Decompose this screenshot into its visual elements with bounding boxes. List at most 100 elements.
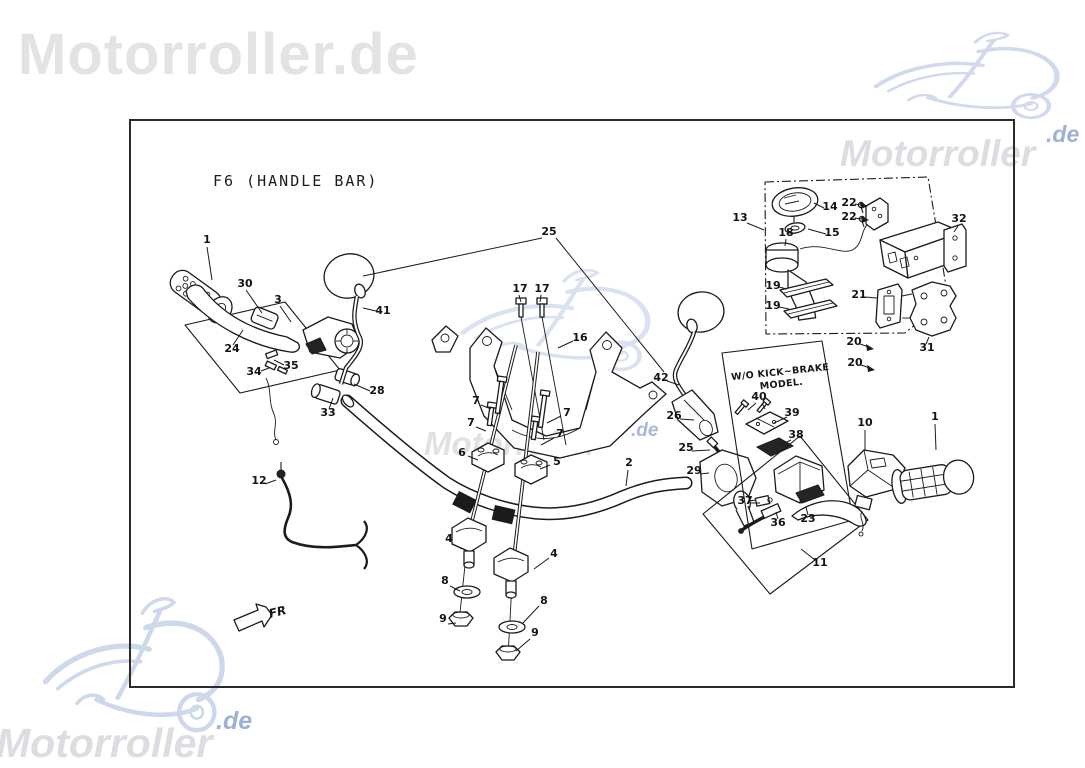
part-right-lever-cluster xyxy=(738,494,867,534)
scooter-watermark-top-right xyxy=(876,33,1057,118)
part-left-mirror xyxy=(323,253,375,385)
part-label-11: 11 xyxy=(812,556,827,569)
assembly-box-11 xyxy=(702,435,869,595)
part-label-15: 15 xyxy=(824,226,839,239)
part-label-19: 19 xyxy=(765,279,780,292)
watermark-de-bottom-left: .de xyxy=(216,707,252,735)
part-lower-clamp-4-left xyxy=(451,517,487,569)
arrowhead xyxy=(860,202,868,209)
part-label-32: 32 xyxy=(951,212,966,225)
part-label-18: 18 xyxy=(778,226,793,239)
part-label-22: 22 xyxy=(841,196,856,209)
watermark-de-top-right: .de xyxy=(1046,121,1079,147)
part-label-16: 16 xyxy=(572,331,588,344)
part-label-34: 34 xyxy=(246,365,262,378)
part-label-22: 22 xyxy=(841,210,856,223)
part-label-31: 31 xyxy=(919,341,934,354)
part-label-25: 25 xyxy=(678,441,693,454)
part-label-3: 3 xyxy=(274,293,282,306)
part-right-mirror xyxy=(672,291,725,406)
part-label-7: 7 xyxy=(563,406,571,419)
part-label-28: 28 xyxy=(369,384,384,397)
part-nuts-9 xyxy=(448,611,521,661)
part-mirror-mount-26 xyxy=(671,389,719,441)
part-label-4: 4 xyxy=(550,547,558,560)
diagram-border xyxy=(129,119,1015,688)
part-label-24: 24 xyxy=(224,342,240,355)
part-label-25: 25 xyxy=(541,225,556,238)
part-label-20: 20 xyxy=(846,335,862,348)
part-label-5: 5 xyxy=(553,455,561,468)
watermark-layer: Motorroller.de Motorroller .de Motorroll… xyxy=(0,22,1079,766)
part-label-17: 17 xyxy=(512,282,527,295)
part-clamp-33 xyxy=(310,383,341,405)
part-label-7: 7 xyxy=(556,427,564,440)
part-label-36: 36 xyxy=(770,516,786,529)
part-brake-lever-24 xyxy=(185,284,300,353)
watermark-brand-top-right: Motorroller xyxy=(840,133,1038,174)
part-label-17: 17 xyxy=(534,282,549,295)
watermark-de-center: .de xyxy=(631,420,659,441)
part-label-23: 23 xyxy=(800,512,815,525)
part-label-29: 29 xyxy=(686,464,701,477)
part-lever-housing xyxy=(302,316,361,359)
part-label-38: 38 xyxy=(788,428,803,441)
part-label-7: 7 xyxy=(472,394,480,407)
part-label-41: 41 xyxy=(375,304,390,317)
part-label-9: 9 xyxy=(531,626,539,639)
scooter-watermark-bottom-left xyxy=(45,599,222,730)
part-label-8: 8 xyxy=(441,574,449,587)
part-label-42: 42 xyxy=(653,371,668,384)
part-label-8: 8 xyxy=(540,594,548,607)
part-label-40: 40 xyxy=(751,390,767,403)
note-box-text: W/O KICK~BRAKE MODEL. xyxy=(731,362,830,392)
parts-artwork: FR xyxy=(169,176,975,661)
part-label-37: 37 xyxy=(737,494,752,507)
direction-arrow: FR xyxy=(233,603,288,632)
part-label-19: 19 xyxy=(765,299,780,312)
part-label-33: 33 xyxy=(320,406,335,419)
part-label-13: 13 xyxy=(732,211,747,224)
part-bracket-21 xyxy=(875,283,913,329)
part-ignition-assembly xyxy=(765,187,889,321)
part-label-12: 12 xyxy=(251,474,266,487)
part-label-21: 21 xyxy=(851,288,866,301)
part-label-39: 39 xyxy=(784,406,799,419)
part-lower-clamp-4-right xyxy=(493,547,529,599)
arrowhead xyxy=(867,365,875,372)
part-label-30: 30 xyxy=(237,277,253,290)
part-label-14: 14 xyxy=(822,200,838,213)
part-label-2: 2 xyxy=(625,456,633,469)
part-clamp-5 xyxy=(514,454,548,485)
part-washers-8 xyxy=(453,585,526,634)
direction-label: FR xyxy=(267,603,287,621)
part-screws-34-35 xyxy=(264,349,289,445)
part-cdi-box-32 xyxy=(879,221,967,279)
part-label-6: 6 xyxy=(458,446,466,459)
part-bolts-7 xyxy=(486,375,551,441)
arrowhead xyxy=(866,344,874,351)
arrowhead xyxy=(861,216,869,223)
part-handlebar xyxy=(340,394,693,525)
leader-lines xyxy=(206,202,959,652)
part-label-7: 7 xyxy=(467,416,475,429)
part-clamp-28 xyxy=(334,368,361,387)
part-switch-cap-30 xyxy=(250,306,279,330)
watermark-logo-top-left: Motorroller.de xyxy=(18,22,419,87)
diagram-title: F6 (HANDLE BAR) xyxy=(213,172,378,190)
part-clamp-6 xyxy=(471,442,505,473)
part-cable-12 xyxy=(276,462,368,570)
part-label-10: 10 xyxy=(857,416,873,429)
part-label-1: 1 xyxy=(931,410,939,423)
part-throttle-housing-29 xyxy=(699,449,757,527)
part-kick-model-parts xyxy=(734,397,825,504)
part-label-35: 35 xyxy=(283,359,298,372)
part-right-grip xyxy=(891,459,975,504)
part-bracket-31 xyxy=(909,281,957,337)
part-label-26: 26 xyxy=(666,409,682,422)
part-label-20: 20 xyxy=(847,356,863,369)
note-line-2: MODEL. xyxy=(759,377,803,392)
